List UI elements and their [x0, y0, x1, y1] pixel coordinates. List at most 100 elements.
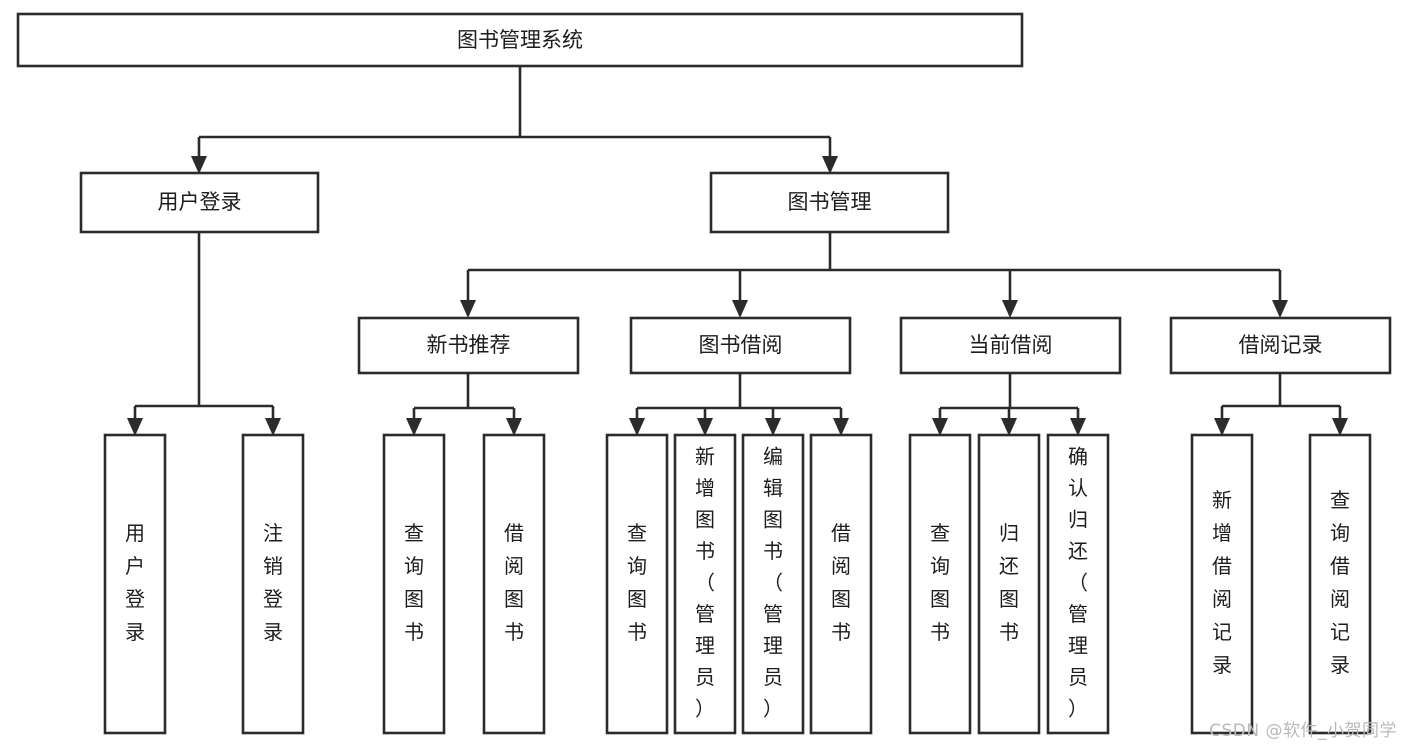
node-leaf-add-book-admin[interactable] [673, 433, 737, 735]
leaf-label-char: 阅 [831, 554, 851, 578]
leaf-label-char: 增 [1212, 521, 1232, 545]
leaf-label-char: ） [763, 697, 783, 721]
node-book-borrow[interactable]: 图书借阅 [629, 316, 852, 375]
leaf-label-char: 认 [1068, 476, 1088, 500]
arrow-to-new-book-recommend [460, 300, 476, 318]
node-leaf-user-login-rect [103, 433, 167, 735]
node-leaf-query-book-1[interactable] [382, 433, 446, 735]
node-leaf-logout-login[interactable] [241, 433, 305, 735]
leaf-label-char: 记 [1212, 620, 1232, 644]
node-new-book-recommend[interactable]: 新书推荐 [357, 316, 580, 375]
leaf-label-char: 图 [999, 587, 1019, 611]
node-root-book-management-system[interactable]: 图书管理系统 [16, 12, 1024, 68]
node-user-login[interactable]: 用户登录 [79, 171, 320, 234]
leaf-label-char: 注 [263, 521, 283, 545]
leaf-label-char: ） [1068, 697, 1088, 721]
leaf-label-char: 图 [831, 587, 851, 611]
arrow-to-book-borrow [732, 300, 748, 318]
leaf-label-char: 图 [695, 507, 715, 531]
node-leaf-user-login[interactable] [103, 433, 167, 735]
node-book-management-rect [709, 171, 950, 234]
node-leaf-user-login-label: 用户登录 [125, 521, 145, 644]
leaf-label-char: 书 [763, 539, 783, 563]
arrow-to-leaf-logout [265, 418, 281, 436]
node-current-borrow[interactable]: 当前借阅 [899, 316, 1122, 375]
node-leaf-borrow-book-1[interactable] [482, 433, 546, 735]
leaf-label-char: 管 [763, 602, 783, 626]
node-borrow-record-label: 借阅记录 [1239, 333, 1323, 357]
node-leaf-query-book-2[interactable] [605, 433, 669, 735]
leaf-label-char: 书 [999, 620, 1019, 644]
node-leaf-query-book-3[interactable] [908, 433, 972, 735]
leaf-label-char: 录 [1330, 653, 1350, 677]
leaf-label-char: 编 [763, 444, 783, 468]
leaf-labels-layer: 用户登录注销登录查询图书借阅图书查询图书新增图书（管理员）编辑图书（管理员）借阅… [125, 444, 1350, 720]
leaf-label-char: ） [695, 697, 715, 721]
leaf-label-char: 书 [695, 539, 715, 563]
leaf-label-char: 辑 [763, 476, 783, 500]
arrow-to-leaf-add-book [697, 418, 713, 436]
node-leaf-query-borrow-record[interactable] [1308, 433, 1372, 735]
leaf-label-char: 查 [930, 521, 950, 545]
leaf-label-char: 增 [695, 476, 715, 500]
node-leaf-return-book[interactable] [977, 433, 1041, 735]
arrow-to-leaf-borrow-book-1 [506, 418, 522, 436]
leaf-label-char: 录 [125, 620, 145, 644]
node-user-login-rect [79, 171, 320, 234]
node-book-management[interactable]: 图书管理 [709, 171, 950, 234]
node-leaf-borrow-book-2[interactable] [809, 433, 873, 735]
leaf-label-char: 书 [504, 620, 524, 644]
node-leaf-add-borrow-record[interactable] [1190, 433, 1254, 735]
node-current-borrow-rect [899, 316, 1122, 375]
leaf-label-char: 图 [763, 507, 783, 531]
arrow-to-leaf-borrow-book-2 [833, 418, 849, 436]
leaf-label-char: 登 [263, 587, 283, 611]
leaf-label-char: 录 [263, 620, 283, 644]
leaf-label-char: 理 [1068, 634, 1088, 658]
leaf-label-char: 书 [930, 620, 950, 644]
leaf-label-char: 销 [263, 554, 283, 578]
leaf-label-char: 员 [763, 665, 783, 689]
arrow-to-leaf-add-record [1214, 418, 1230, 436]
arrow-to-book-management [822, 156, 838, 174]
leaf-label-char: 管 [1068, 602, 1088, 626]
node-leaf-add-book-admin-rect [673, 433, 737, 735]
leaf-label-char: 户 [125, 554, 145, 578]
node-book-borrow-label: 图书借阅 [699, 333, 783, 357]
node-leaf-add-borrow-record-rect [1190, 433, 1254, 735]
node-borrow-record[interactable]: 借阅记录 [1169, 316, 1392, 375]
arrow-to-leaf-query-book-2 [629, 418, 645, 436]
arrow-to-leaf-query-book-3 [932, 418, 948, 436]
leaf-label-char: 书 [831, 620, 851, 644]
node-current-borrow-label: 当前借阅 [969, 333, 1053, 357]
leaf-label-char: 记 [1330, 620, 1350, 644]
leaf-label-char: 还 [1068, 539, 1088, 563]
leaf-label-char: 员 [1068, 665, 1088, 689]
node-leaf-confirm-return-admin[interactable] [1046, 433, 1110, 735]
leaf-label-char: 录 [1212, 653, 1232, 677]
node-leaf-logout-login-rect [241, 433, 305, 735]
arrow-to-leaf-query-record [1332, 418, 1348, 436]
leaf-label-char: 询 [930, 554, 950, 578]
node-leaf-edit-book-admin[interactable] [741, 433, 805, 735]
leaf-label-char: 归 [1068, 507, 1088, 531]
edges-layer [127, 66, 1348, 436]
node-root-rect [16, 12, 1024, 68]
arrow-to-user-login [191, 156, 207, 174]
leaf-label-char: 图 [404, 587, 424, 611]
leaf-label-char: 还 [999, 554, 1019, 578]
leaf-label-char: 登 [125, 587, 145, 611]
node-leaf-query-borrow-record-rect [1308, 433, 1372, 735]
node-user-login-label: 用户登录 [158, 190, 242, 214]
arrow-to-borrow-record [1272, 300, 1288, 318]
